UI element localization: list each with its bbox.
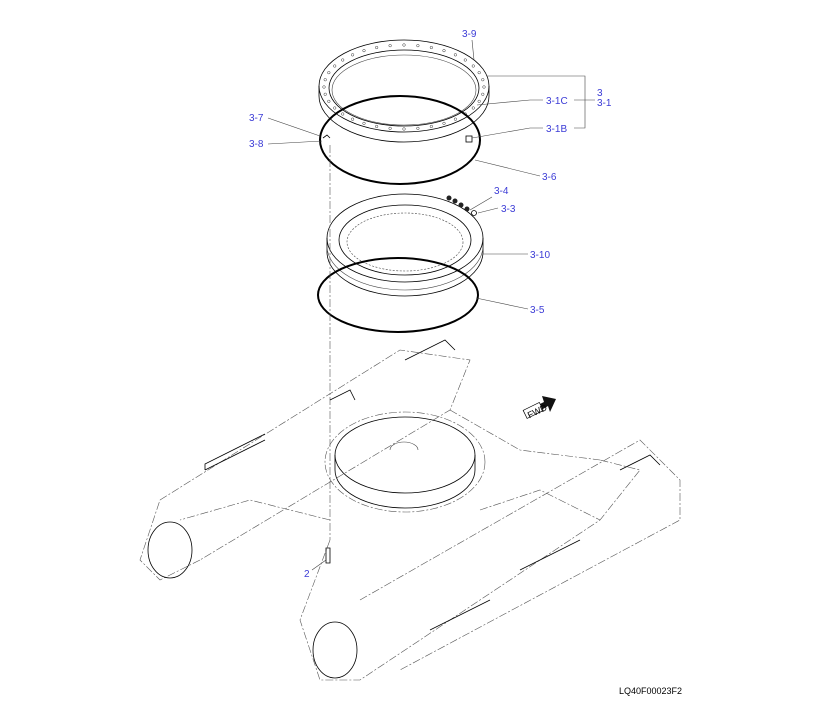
bolt-hole bbox=[471, 64, 475, 68]
bolt-hole bbox=[453, 53, 457, 57]
bolt-hole bbox=[375, 124, 379, 129]
grease-fitting-3-1B[interactable] bbox=[465, 135, 473, 143]
callout-3-1C[interactable]: 3-1C bbox=[546, 96, 568, 107]
bolt-hole bbox=[402, 127, 406, 131]
bolt-hole bbox=[322, 85, 326, 89]
bolt-hole bbox=[333, 64, 337, 68]
bolt-hole bbox=[341, 58, 345, 62]
bolt-hole bbox=[416, 44, 420, 48]
bolt-hole bbox=[362, 121, 366, 125]
bolt-2[interactable] bbox=[325, 547, 331, 564]
callout-3-5[interactable]: 3-5 bbox=[530, 305, 545, 316]
bolt-hole bbox=[388, 44, 392, 48]
bolt-hole bbox=[388, 126, 392, 130]
callout-3-3[interactable]: 3-3 bbox=[501, 204, 516, 215]
callout-2[interactable]: 2 bbox=[304, 569, 310, 580]
bolt-hole bbox=[416, 126, 420, 130]
bolt-hole bbox=[327, 99, 331, 103]
seal-3-5[interactable] bbox=[317, 257, 479, 333]
bolt-hole bbox=[482, 85, 486, 89]
bolt-hole bbox=[351, 117, 355, 121]
bolt-hole bbox=[477, 99, 481, 103]
bolt-hole bbox=[362, 49, 366, 53]
callout-3-7[interactable]: 3-7 bbox=[249, 113, 264, 124]
bolt-hole bbox=[429, 124, 433, 129]
bolt-hole bbox=[442, 121, 446, 125]
bolt-hole bbox=[323, 92, 327, 96]
drawing-code: LQ40F00023F2 bbox=[619, 686, 682, 696]
leader-lines bbox=[267, 39, 595, 571]
callout-3-1B[interactable]: 3-1B bbox=[546, 124, 567, 135]
bolt-hole bbox=[402, 43, 406, 47]
callout-3-10[interactable]: 3-10 bbox=[530, 250, 550, 261]
bolts-3-4[interactable] bbox=[446, 195, 470, 212]
washer-3-3[interactable] bbox=[471, 210, 477, 216]
track-frame bbox=[139, 339, 681, 681]
bolt-hole bbox=[442, 49, 446, 53]
internal-gear-3-10[interactable] bbox=[326, 193, 484, 297]
bolt-hole bbox=[481, 92, 485, 96]
callout-3-4[interactable]: 3-4 bbox=[494, 186, 509, 197]
bolt-hole bbox=[477, 71, 481, 75]
callout-3-1[interactable]: 3-1 bbox=[597, 98, 612, 109]
plug-3-8[interactable] bbox=[322, 134, 331, 139]
bolt-hole bbox=[327, 71, 331, 75]
bolt-hole bbox=[341, 112, 345, 116]
seal-3-6[interactable] bbox=[319, 95, 481, 185]
bolt-hole bbox=[323, 78, 327, 82]
fwd-arrow-icon: FWD bbox=[522, 396, 556, 420]
bolt-hole bbox=[351, 53, 355, 57]
swing-bearing-ring[interactable] bbox=[318, 39, 490, 143]
bolt-hole bbox=[333, 106, 337, 110]
bolt-hole bbox=[375, 45, 379, 50]
bolt-hole bbox=[453, 117, 457, 121]
callout-3-8[interactable]: 3-8 bbox=[249, 139, 264, 150]
bolt-hole bbox=[429, 45, 433, 50]
bolt-hole bbox=[463, 58, 467, 62]
callout-3-6[interactable]: 3-6 bbox=[542, 172, 557, 183]
bolt-hole bbox=[471, 106, 475, 110]
callout-3[interactable]: 3 bbox=[597, 88, 603, 99]
bolt-hole bbox=[481, 78, 485, 82]
callout-3-9[interactable]: 3-9 bbox=[462, 29, 477, 40]
